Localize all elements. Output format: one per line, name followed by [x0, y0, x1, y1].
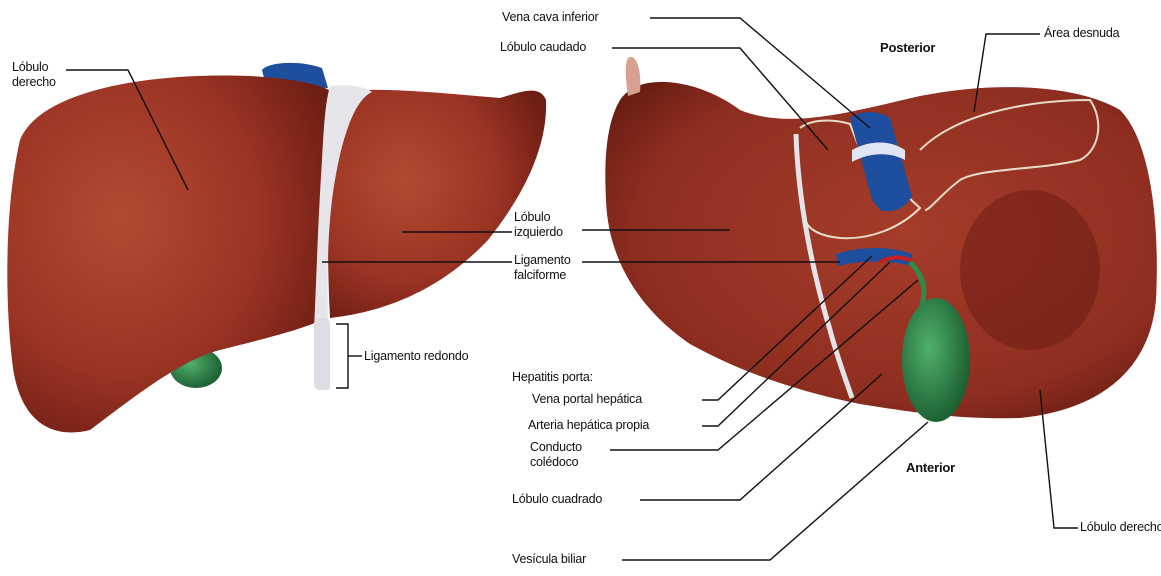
label-ligamento-falciforme: Ligamento falciforme	[514, 253, 589, 283]
label-vesicula-biliar: Vesícula biliar	[512, 552, 586, 567]
label-area-desnuda: Área desnuda	[1044, 26, 1119, 41]
label-lobulo-derecho-right: Lóbulo derecho	[1080, 520, 1161, 535]
label-lobulo-derecho-left: Lóbulo derecho	[12, 60, 72, 90]
renal-impression	[960, 190, 1100, 350]
leader-ligamento-redondo	[336, 324, 348, 388]
gallbladder-right	[902, 298, 970, 422]
right-lobe-left-view	[7, 75, 332, 432]
label-posterior: Posterior	[880, 40, 935, 55]
label-conducto-coledoco: Conducto colédoco	[530, 440, 602, 470]
label-vena-cava-inferior: Vena cava inferior	[502, 10, 598, 25]
leader-vesicula	[622, 422, 928, 560]
label-arteria-hepatica-propia: Arteria hepática propia	[528, 418, 649, 433]
label-anterior: Anterior	[906, 460, 955, 475]
label-lobulo-caudado: Lóbulo caudado	[500, 40, 586, 55]
visceral-view-liver	[605, 57, 1156, 422]
label-ligamento-redondo: Ligamento redondo	[364, 349, 468, 364]
anterior-view-liver	[7, 63, 546, 433]
label-lobulo-izquierdo: Lóbulo izquierdo	[514, 210, 584, 240]
left-lobe-left-view	[328, 90, 546, 318]
label-hepatitis-porta: Hepatitis porta:	[512, 370, 593, 385]
ligamento-redondo-cord	[314, 318, 330, 390]
label-vena-portal-hepatica: Vena portal hepática	[532, 392, 642, 407]
label-lobulo-cuadrado: Lóbulo cuadrado	[512, 492, 602, 507]
ligament-tip	[626, 57, 641, 96]
